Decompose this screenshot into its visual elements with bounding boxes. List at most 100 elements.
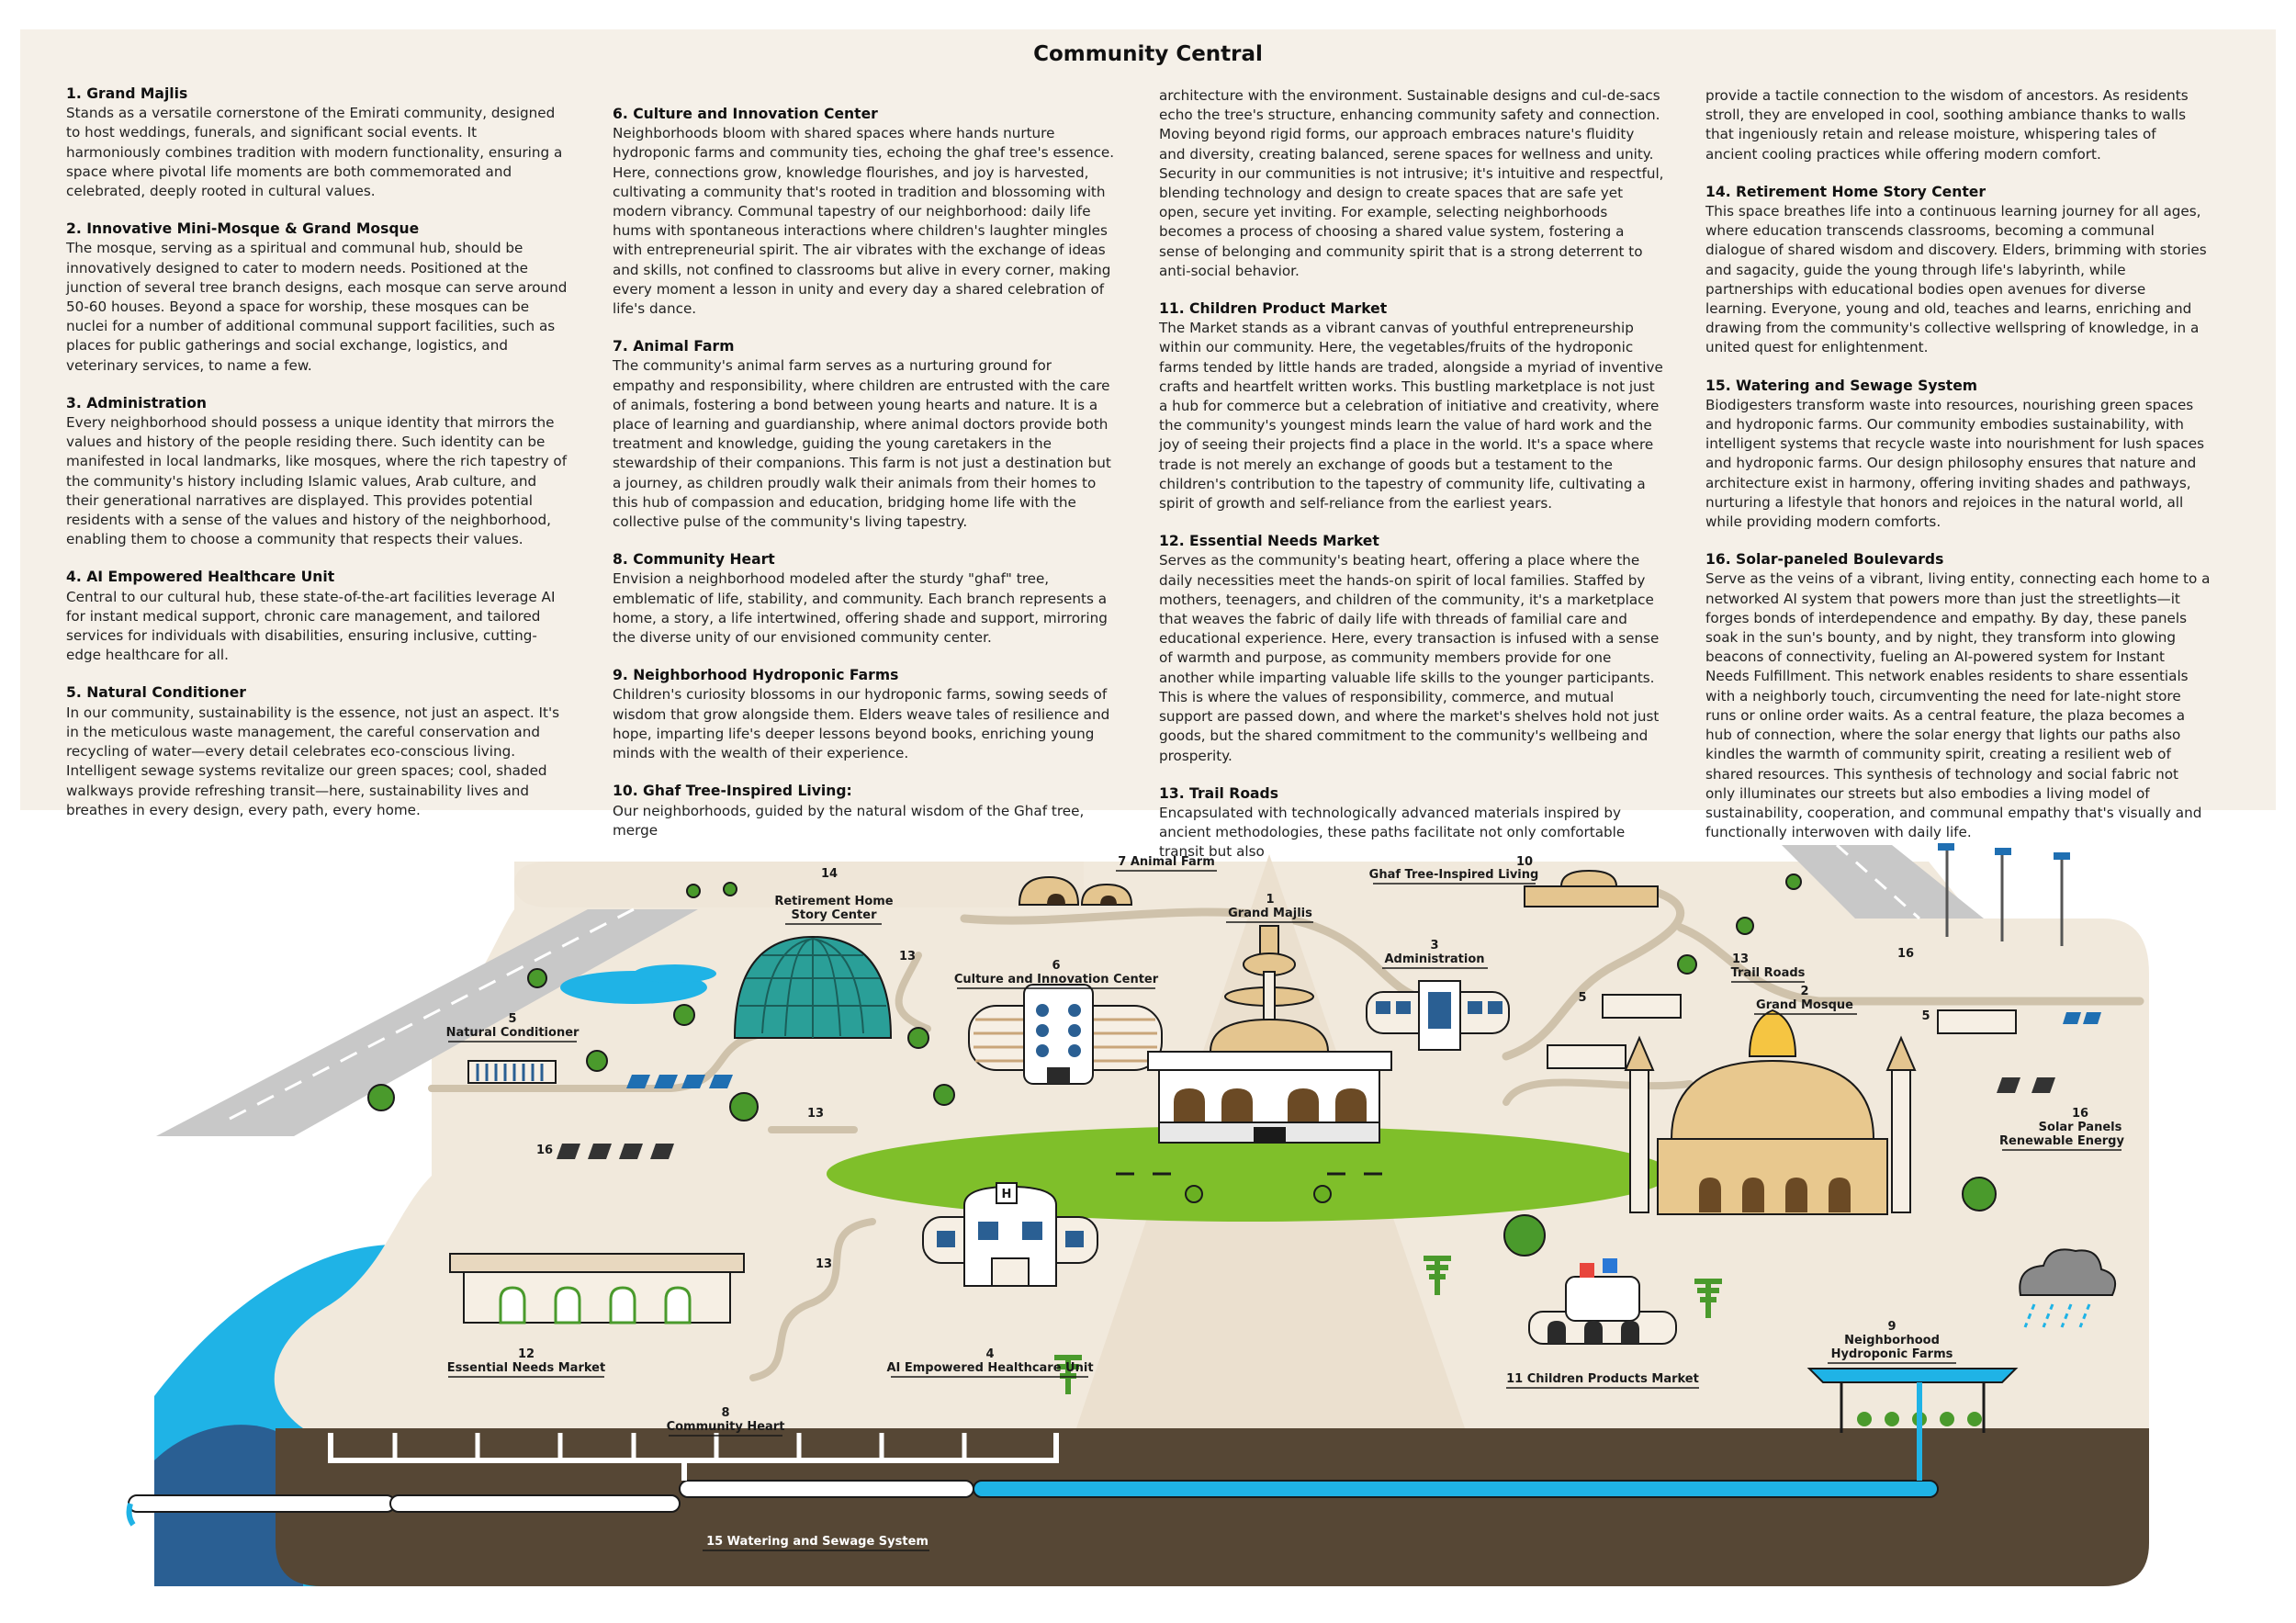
label-1-num: 1: [1266, 893, 1274, 907]
dome-icon: [733, 935, 893, 1039]
animal-farm: [1018, 875, 1133, 906]
label-16-a: 16: [536, 1144, 553, 1157]
section-heading: 10. Ghaf Tree-Inspired Living:: [613, 783, 852, 800]
section-body: Serves as the community's beating heart,…: [1159, 552, 1660, 764]
label-3: Administration: [1384, 952, 1484, 966]
label-13-c: 13: [816, 1257, 832, 1271]
lawn-marker: [1313, 1185, 1332, 1203]
label-4: AI Empowered Healthcare Unit: [886, 1361, 1093, 1375]
label-10-num: 10: [1516, 855, 1533, 869]
label-16-line2: Renewable Energy: [1999, 1134, 2124, 1148]
section: architecture with the environment. Susta…: [1159, 86, 1664, 281]
section-heading: 2. Innovative Mini-Mosque & Grand Mosque: [66, 220, 420, 238]
children-market-building: [1528, 1258, 1677, 1345]
text-column: provide a tactile connection to the wisd…: [1705, 86, 2211, 861]
page-title: Community Central: [1033, 42, 1263, 66]
ground-tab: [514, 862, 1084, 907]
label-11: 11 Children Products Market: [1506, 1372, 1699, 1386]
sewage-pipes: [126, 1382, 1939, 1527]
trail-road-2: [1502, 886, 1685, 1061]
label-5-num: 5: [508, 1012, 516, 1026]
hydroponic-farm: [1806, 1368, 2019, 1433]
essential-market-building: [449, 1253, 745, 1324]
soil-layer: [276, 1428, 2149, 1586]
label-5: Natural Conditioner: [446, 1026, 580, 1040]
section-body: Biodigesters transform waste into resour…: [1705, 396, 2205, 531]
section-body: Every neighborhood should possess a uniq…: [66, 414, 568, 548]
section: 10. Ghaf Tree-Inspired Living:Our neighb…: [613, 782, 1118, 840]
label-2: Grand Mosque: [1756, 998, 1853, 1012]
label-1: Grand Majlis: [1228, 907, 1312, 920]
label-15: 15 Watering and Sewage System: [706, 1535, 929, 1549]
label-4-num: 4: [985, 1347, 994, 1361]
hospital-sign: H: [1002, 1188, 1012, 1201]
section-body: The Market stands as a vibrant canvas of…: [1159, 320, 1663, 513]
section-heading: 13. Trail Roads: [1159, 784, 1278, 802]
right-road-lines: [1836, 843, 1920, 920]
label-7: 7 Animal Farm: [1118, 855, 1215, 869]
section-body: Serve as the veins of a vibrant, living …: [1705, 570, 2211, 841]
section-body: Encapsulated with technologically advanc…: [1159, 804, 1626, 861]
label-16-num: 16: [2072, 1107, 2088, 1121]
tree-icon: [367, 873, 1997, 1394]
section-body: provide a tactile connection to the wisd…: [1705, 87, 2189, 163]
label-12-num: 12: [518, 1347, 535, 1361]
label-9-line1: Neighborhood: [1844, 1334, 1940, 1347]
section-body: The mosque, serving as a spiritual and c…: [66, 240, 568, 374]
label-9-line2: Hydroponic Farms: [1831, 1347, 1953, 1361]
text-column: architecture with the environment. Susta…: [1159, 86, 1664, 881]
label-8: Community Heart: [667, 1420, 785, 1434]
section-heading: 1. Grand Majlis: [66, 85, 188, 102]
label-13-b: 13: [807, 1107, 824, 1121]
label-13: Trail Roads: [1731, 966, 1806, 980]
lawn-marker: [1185, 1185, 1203, 1203]
trail-road-8: [1503, 1078, 1694, 1106]
left-road: [156, 909, 698, 1136]
label-14-line1: Retirement Home: [774, 895, 893, 908]
label-14-line2: Story Center: [792, 908, 878, 922]
label-12: Essential Needs Market: [447, 1361, 605, 1375]
mosque-icon: [1624, 1009, 1917, 1215]
administration-building: [1366, 980, 1510, 1051]
community-diagram: 1 4 Retirement Home Story Center 7 Animal…: [126, 843, 2149, 1586]
section-body: Children's curiosity blossoms in our hyd…: [613, 686, 1110, 762]
label-9-num: 9: [1887, 1320, 1896, 1334]
label-5-b: 5: [1921, 1009, 1930, 1023]
label-5-a: 5: [1578, 991, 1586, 1005]
section-heading: 3. Administration: [66, 394, 208, 411]
section: 2. Innovative Mini-Mosque & Grand Mosque…: [66, 220, 571, 376]
label-6-num: 6: [1052, 959, 1060, 973]
cloud-icon: [2019, 1248, 2116, 1328]
section-body: Envision a neighborhood modeled after th…: [613, 570, 1108, 647]
section-body: Stands as a versatile cornerstone of the…: [66, 105, 563, 200]
map-labels: 1 4 Retirement Home Story Center 7 Animal…: [446, 855, 2125, 1549]
street-lamp-icon: [1938, 843, 2070, 946]
section-body: This space breathes life into a continuo…: [1705, 203, 2207, 356]
label-8-num: 8: [721, 1406, 729, 1420]
section-body: Central to our cultural hub, these state…: [66, 588, 556, 664]
ghaf-living-building: [1524, 869, 1659, 907]
natural-conditioner-building: [467, 1060, 557, 1084]
section-heading: 9. Neighborhood Hydroponic Farms: [613, 667, 899, 684]
solar-array: [1547, 994, 2017, 1069]
hospital-icon: [922, 1182, 1098, 1287]
grand-majlis-building: [1147, 925, 1392, 1144]
section-heading: 6. Culture and Innovation Center: [613, 106, 878, 122]
label-10: Ghaf Tree-Inspired Living: [1369, 868, 1539, 882]
